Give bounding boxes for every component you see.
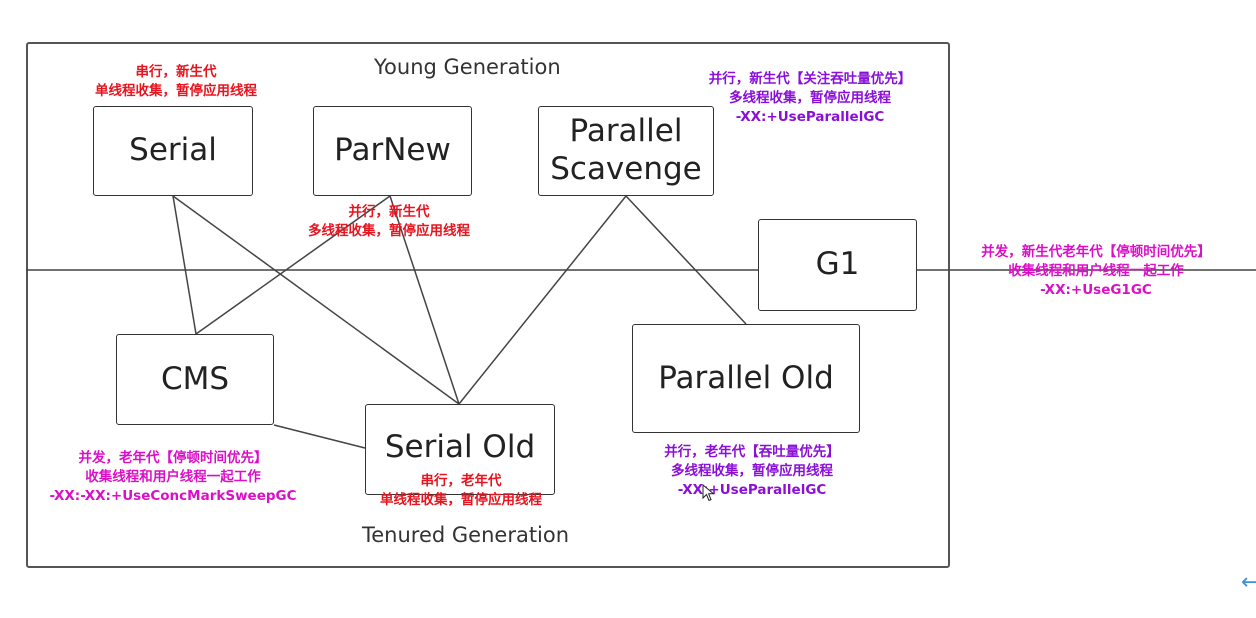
line-cms-serial-old <box>273 424 366 449</box>
serial-old-box: Serial Old <box>365 404 555 495</box>
diagram-frame <box>26 42 950 568</box>
serial-note-line: 单线程收集，暂停应用线程 <box>95 83 257 99</box>
g1-note-line: 收集线程和用户线程一起工作 <box>1008 263 1184 279</box>
parallel-scavenge-note-line: -XX:+UseParallelGC <box>735 109 885 125</box>
back-arrow-icon[interactable]: ⟵ <box>1241 570 1256 595</box>
parallel-scavenge-note-line: 并行，新生代【关注吞吐量优先】 <box>708 71 912 87</box>
parnew-note: 并行，新生代 多线程收集，暂停应用线程 <box>308 203 470 241</box>
parallel-old-note: 并行，老年代【吞吐量优先】 多线程收集，暂停应用线程 -XX:+UseParal… <box>664 443 840 500</box>
parallel-scavenge-label: Parallel Scavenge <box>550 113 702 187</box>
parnew-note-line: 并行，新生代 <box>348 204 430 220</box>
parnew-box: ParNew <box>313 106 472 196</box>
serial-old-note-line: 单线程收集，暂停应用线程 <box>380 492 542 508</box>
parnew-label: ParNew <box>334 132 451 169</box>
parallel-old-box: Parallel Old <box>632 324 860 433</box>
g1-label: G1 <box>815 246 860 283</box>
parallel-old-label: Parallel Old <box>658 359 834 396</box>
cms-label: CMS <box>160 360 230 397</box>
serial-old-label: Serial Old <box>384 429 536 465</box>
serial-old-note: 串行，老年代 单线程收集，暂停应用线程 <box>380 472 542 510</box>
tenured-generation-label: Tenured Generation <box>362 523 570 547</box>
parallel-scavenge-note: 并行，新生代【关注吞吐量优先】 多线程收集，暂停应用线程 -XX:+UsePar… <box>709 70 912 127</box>
line-parallel-scavenge-parallel-old <box>625 195 747 325</box>
line-serial-serial-old <box>172 195 460 405</box>
cms-note: 并发，老年代【停顿时间优先】 收集线程和用户线程一起工作 -XX:-XX:+Us… <box>49 449 296 506</box>
serial-note-line: 串行，新生代 <box>135 64 217 80</box>
mouse-cursor-icon <box>702 484 715 502</box>
parallel-old-note-line: 多线程收集，暂停应用线程 <box>671 463 833 479</box>
parallel-old-note-line: -XX:+UseParallelGC <box>677 482 827 498</box>
line-parnew-serial-old <box>389 195 460 405</box>
serial-box: Serial <box>93 106 253 196</box>
parallel-old-note-line: 并行，老年代【吞吐量优先】 <box>664 444 840 460</box>
g1-note: 并发，新生代老年代【停顿时间优先】 收集线程和用户线程一起工作 -XX:+Use… <box>981 243 1211 300</box>
parnew-note-line: 多线程收集，暂停应用线程 <box>308 223 470 239</box>
g1-note-line: -XX:+UseG1GC <box>1040 282 1152 298</box>
cms-box: CMS <box>116 334 274 425</box>
line-parnew-cms <box>195 195 391 335</box>
cms-note-line: 并发，老年代【停顿时间优先】 <box>78 450 268 466</box>
serial-note: 串行，新生代 单线程收集，暂停应用线程 <box>95 63 257 101</box>
cms-note-line: -XX:-XX:+UseConcMarkSweepGC <box>49 488 297 504</box>
parallel-scavenge-note-line: 多线程收集，暂停应用线程 <box>729 90 891 106</box>
line-parallel-scavenge-serial-old <box>458 195 627 405</box>
serial-label: Serial <box>129 132 217 169</box>
line-serial-cms <box>172 195 197 335</box>
g1-box: G1 <box>758 219 917 311</box>
young-generation-label: Young Generation <box>374 55 561 79</box>
parallel-scavenge-box: Parallel Scavenge <box>538 106 714 196</box>
cms-note-line: 收集线程和用户线程一起工作 <box>85 469 261 485</box>
g1-note-line: 并发，新生代老年代【停顿时间优先】 <box>981 244 1211 260</box>
serial-old-note-line: 串行，老年代 <box>420 473 502 489</box>
